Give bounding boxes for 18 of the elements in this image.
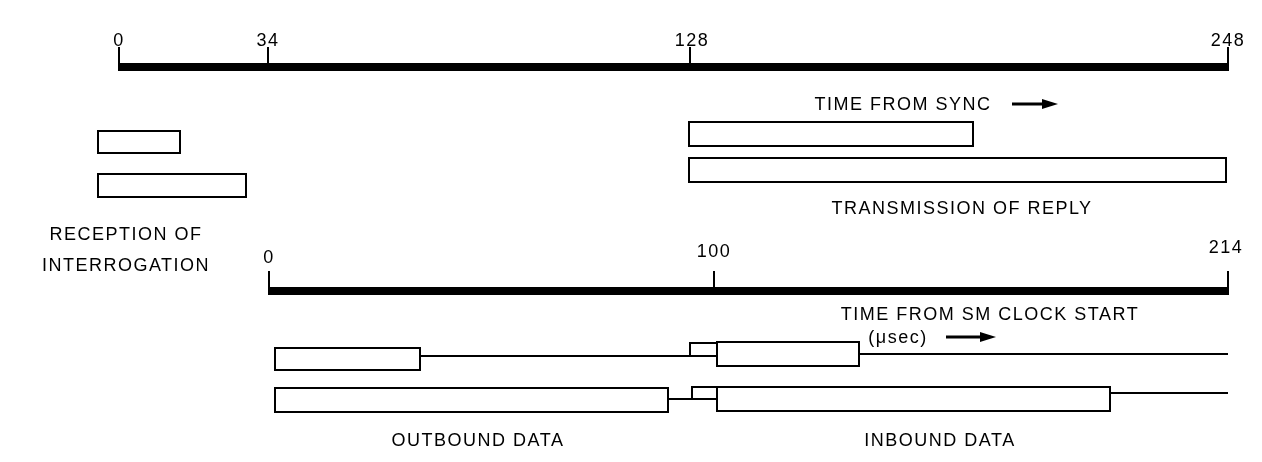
pulse-bar — [97, 130, 181, 154]
pulse-bar — [97, 173, 247, 198]
tick-label: 214 — [1208, 235, 1244, 259]
tick-label: 100 — [696, 239, 732, 263]
axis-label: TIME FROM SM CLOCK START — [840, 302, 1140, 326]
pulse-bar — [688, 121, 974, 147]
tick-label: 248 — [1210, 28, 1246, 52]
pulse-bar — [688, 157, 1227, 183]
axis-label: TIME FROM SYNC — [814, 92, 992, 116]
tick-label: 128 — [674, 28, 710, 52]
tick-label: 0 — [113, 28, 125, 52]
tick-label: 34 — [256, 28, 280, 52]
bar-label: TRANSMISSION OF REPLY — [831, 196, 1093, 220]
bar-label: RECEPTION OF INTERROGATION — [40, 223, 212, 277]
tick-label: 0 — [263, 245, 275, 269]
unit-label: (μsec) — [868, 325, 928, 349]
signal-label: INBOUND DATA — [864, 428, 1016, 452]
signal-label: OUTBOUND DATA — [391, 428, 565, 452]
